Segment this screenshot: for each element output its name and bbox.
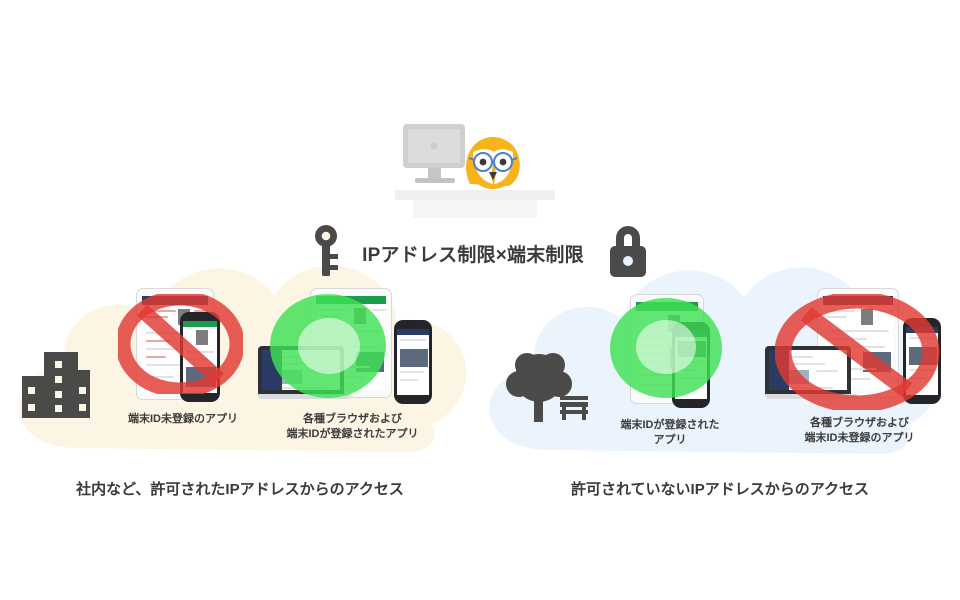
smartphone-device xyxy=(394,320,432,404)
mascot-desk-scene xyxy=(395,118,555,218)
smartphone-device xyxy=(903,318,941,404)
desk-front xyxy=(413,200,537,218)
zone-caption-disallowed: 許可されていないIPアドレスからのアクセス xyxy=(571,481,869,498)
title-row: IPアドレス制限×端末制限 xyxy=(312,222,652,284)
smartphone-screen xyxy=(397,329,429,395)
device-group-unregistered-app-blocked xyxy=(115,288,248,406)
device-group-label: 各種ブラウザおよび 端末ID未登録のアプリ xyxy=(804,417,915,444)
smartphone-device xyxy=(672,322,710,408)
device-group-browser-unregistered-blocked xyxy=(765,288,950,413)
glasses-icon xyxy=(468,152,518,172)
padlock-icon xyxy=(604,221,652,286)
laptop-device xyxy=(258,346,350,402)
desktop-monitor xyxy=(403,124,465,183)
device-group-browser-registered-allowed xyxy=(258,288,438,408)
smartphone-device xyxy=(180,312,220,402)
device-group-label: 端末IDが登録された アプリ xyxy=(620,419,720,446)
tree-and-bench-icon xyxy=(505,352,591,427)
smartphone-screen xyxy=(183,321,217,393)
zone-caption-allowed: 社内など、許可されたIPアドレスからのアクセス xyxy=(76,481,404,498)
device-group-label: 端末ID未登録のアプリ xyxy=(128,413,238,425)
bench-icon xyxy=(560,396,588,420)
laptop-device xyxy=(765,346,857,402)
smartphone-screen xyxy=(906,327,938,395)
key-icon xyxy=(312,223,342,284)
smartphone-screen xyxy=(675,331,707,399)
laptop-screen xyxy=(769,350,847,390)
laptop-screen xyxy=(262,350,340,390)
desk-top xyxy=(395,190,555,200)
page-title: IPアドレス制限×端末制限 xyxy=(362,244,584,266)
device-group-registered-app-allowed xyxy=(610,292,730,410)
owl-mascot xyxy=(466,137,520,189)
office-building-icon xyxy=(22,352,96,423)
device-group-label: 各種ブラウザおよび 端末IDが登録されたアプリ xyxy=(286,413,419,440)
